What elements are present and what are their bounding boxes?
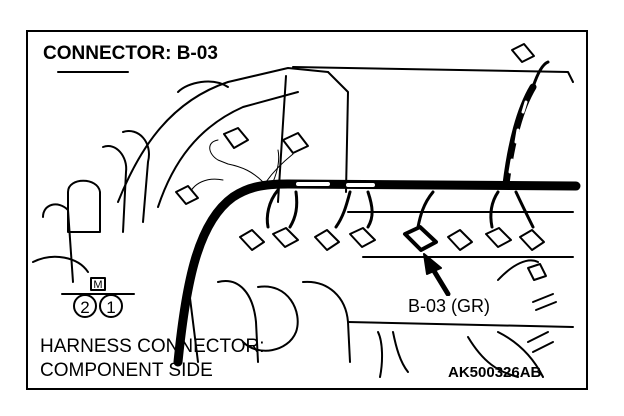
pointer-arrow [423,253,451,297]
figure-code: AK500326AB [448,364,542,381]
wiring-harness [173,60,581,367]
upper-connectors [175,43,535,205]
component-side-label: COMPONENT SIDE [40,360,213,381]
side-connector [497,259,557,311]
b03-connector [403,225,438,252]
engine-bay-illustration: M 2 1 [32,43,581,378]
connector-row [239,227,545,251]
diagram-frame: M 2 1 CONNECTOR: B-03 B-03 (GR) HARNESS … [26,30,588,390]
connector-upper-mid [282,132,309,154]
pin-marker: M [93,279,102,291]
connector-title: CONNECTOR: B-03 [40,43,221,64]
connector-left [175,185,199,205]
pin-1: 1 [106,298,115,317]
pin-diagram: M 2 1 [61,277,135,318]
connector-top-right [511,43,535,63]
connector-branches [265,188,535,229]
connector-upper-left [223,127,249,149]
pin-2: 2 [80,298,89,317]
connector-callout-label: B-03 (GR) [406,296,493,316]
harness-connector-label: HARNESS CONNECTOR: [40,336,265,357]
